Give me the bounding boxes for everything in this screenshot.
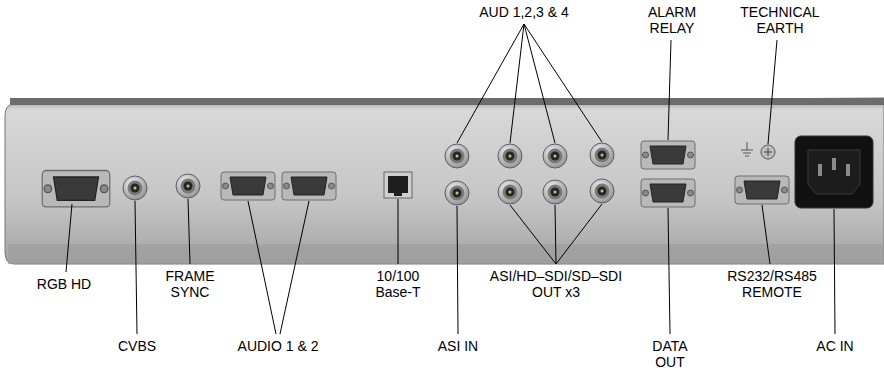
callout-label: RS232/RS485 REMOTE xyxy=(712,268,832,300)
aud3-bnc xyxy=(543,144,567,168)
frame-sync-bnc xyxy=(176,174,200,198)
earth-symbol-bar xyxy=(743,153,751,154)
ac-inlet-pin xyxy=(832,158,836,170)
leader-line xyxy=(768,40,777,144)
leader-line xyxy=(135,201,137,334)
rj45-latch xyxy=(394,193,402,196)
callout-label: ASI IN xyxy=(438,338,478,354)
leader-line xyxy=(510,24,524,143)
leader-line xyxy=(762,205,770,264)
leader-lines xyxy=(66,24,835,334)
earth-symbol-bar xyxy=(745,156,749,157)
audio2-connector xyxy=(282,172,336,200)
rgb-hd-connector xyxy=(42,170,110,206)
alarm-relay-connector xyxy=(641,141,695,169)
callout-label: RGB HD xyxy=(37,276,91,292)
earth-symbol-bar xyxy=(741,150,753,151)
aud2-bnc xyxy=(498,144,522,168)
leader-line xyxy=(555,205,556,264)
ac-inlet-socket xyxy=(808,150,860,194)
callout-label: 10/100 Base-T xyxy=(368,268,428,300)
callout-label: AUD 1,2,3 & 4 xyxy=(479,4,569,20)
leader-line xyxy=(510,205,556,264)
leader-line xyxy=(188,199,190,264)
ac-inlet-pin xyxy=(846,164,850,176)
out2-bnc xyxy=(543,180,567,204)
out1-bnc xyxy=(498,180,522,204)
chassis-top-lip xyxy=(10,98,884,105)
leader-line xyxy=(556,204,602,264)
rj45-housing xyxy=(384,172,412,198)
leader-line xyxy=(248,201,276,334)
leader-line xyxy=(66,204,72,272)
earth-screw xyxy=(761,145,775,159)
chassis-bottom-face xyxy=(8,244,884,264)
leader-line xyxy=(668,40,671,140)
data-out-connector xyxy=(641,179,695,207)
leader-line xyxy=(457,24,524,143)
earth-symbol xyxy=(741,142,753,156)
callout-label: FRAME SYNC xyxy=(160,268,220,300)
leader-line xyxy=(524,24,555,143)
callout-label: ALARM RELAY xyxy=(637,4,707,36)
aud1-bnc xyxy=(445,144,469,168)
audio1-connector xyxy=(221,172,275,200)
callout-label: DATA OUT xyxy=(645,338,695,370)
leader-line xyxy=(398,199,399,264)
callout-label: AC IN xyxy=(816,338,853,354)
leader-line xyxy=(524,24,602,142)
out3-bnc xyxy=(590,179,614,203)
rj45-socket xyxy=(388,176,408,193)
leader-line xyxy=(280,201,309,334)
callout-label: CVBS xyxy=(118,338,156,354)
aud4-bnc xyxy=(590,143,614,167)
ac-inlet-body xyxy=(795,136,873,208)
asi-in-bnc xyxy=(445,181,469,205)
earth-screw-slot xyxy=(768,148,769,156)
chassis-panel xyxy=(5,98,884,264)
remote-connector xyxy=(735,176,789,204)
callout-label: ASI/HD–SDI/SD–SDI OUT x3 xyxy=(481,268,631,300)
leader-line xyxy=(834,209,835,334)
callout-label: AUDIO 1 & 2 xyxy=(238,338,319,354)
leader-line xyxy=(668,208,670,334)
callout-label: TECHNICAL EARTH xyxy=(735,4,825,36)
ac-inlet-pin xyxy=(818,164,822,176)
leader-line xyxy=(457,206,458,334)
cvbs-bnc xyxy=(123,176,147,200)
earth-symbol-stem xyxy=(747,142,748,150)
